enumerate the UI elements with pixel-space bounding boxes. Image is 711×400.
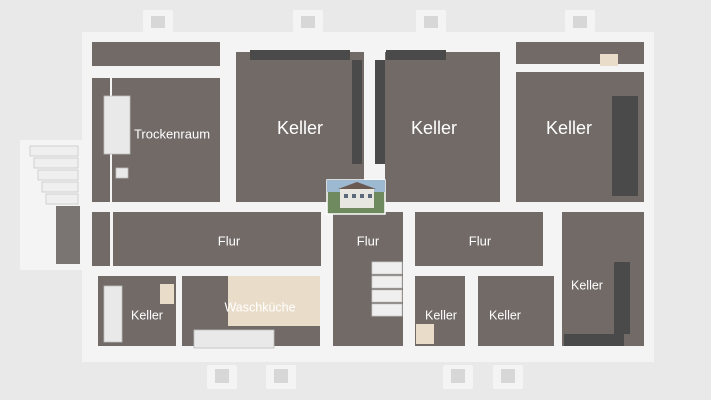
window-wells-top (143, 10, 595, 32)
room-labels: Trockenraum Keller Keller Keller Flur Fl… (131, 118, 603, 323)
room-label-keller-3: Keller (546, 118, 592, 138)
exterior-staircase (20, 140, 82, 270)
room-label-keller-bottom-mid: Keller (425, 308, 457, 322)
room-label-keller-right: Keller (571, 278, 603, 292)
room-label-keller-bottom-right: Keller (489, 308, 521, 322)
room-label-keller-1: Keller (277, 118, 323, 138)
room-label-keller-2: Keller (411, 118, 457, 138)
room-label-flur-right: Flur (469, 233, 492, 248)
window-wells-bottom (207, 365, 523, 389)
room-label-flur-left: Flur (218, 233, 241, 248)
room-label-trockenraum: Trockenraum (134, 126, 210, 141)
building-photo (326, 179, 386, 215)
room-label-flur-center: Flur (357, 233, 380, 248)
room-label-waschkueche: Waschküche (224, 300, 295, 314)
furniture (103, 50, 638, 349)
room-label-keller-bottom-left: Keller (131, 308, 163, 322)
